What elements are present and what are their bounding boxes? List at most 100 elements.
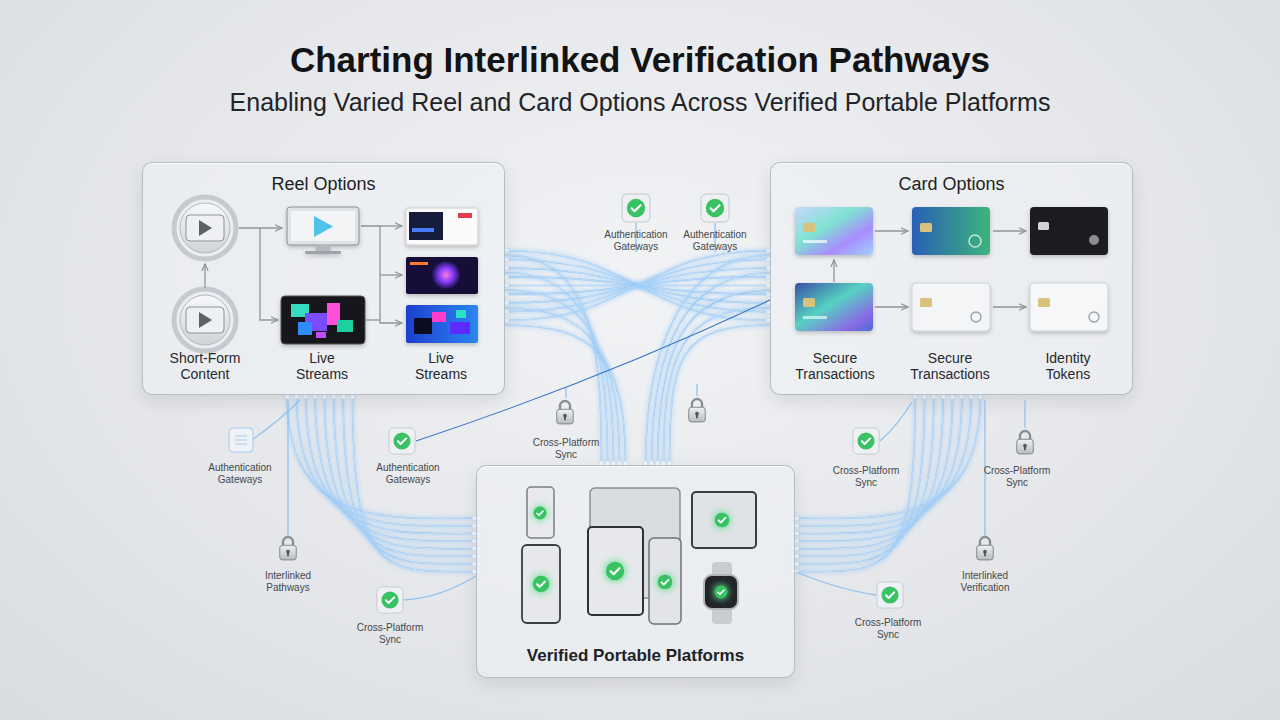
card-icon-part	[1089, 312, 1099, 322]
card-icon-part	[1038, 222, 1049, 230]
check-icon	[533, 507, 730, 599]
fiber-glow	[670, 325, 771, 465]
thumbnail-part	[432, 312, 446, 322]
fiber-line	[505, 290, 614, 465]
play-icon-part	[174, 289, 236, 351]
fiber-line	[795, 395, 915, 572]
play-icon-part	[186, 307, 224, 333]
fiber-glow	[795, 395, 915, 572]
check-icon-part	[715, 513, 730, 528]
fiber-glow	[795, 395, 925, 564]
fiber-glow	[795, 395, 962, 534]
tablet-stream-icon-part	[291, 304, 309, 317]
annotation-label: Short-Form Content	[155, 350, 255, 382]
check-icon-part	[534, 507, 547, 520]
device-icons-part	[712, 562, 732, 624]
card-icon	[795, 283, 873, 331]
fiber-glow	[353, 395, 476, 572]
fiber-core	[795, 395, 943, 549]
annotation-label: Authentication Gateways	[675, 229, 755, 252]
card-icon	[795, 207, 873, 255]
annotation-label: Cross-Platform Sync	[526, 437, 606, 460]
fiber-core	[646, 255, 771, 465]
fiber-glow	[795, 395, 934, 556]
fiber-core	[334, 395, 476, 556]
check-icon-part	[715, 586, 728, 599]
fiber-core	[795, 395, 971, 526]
play-icon-part	[174, 197, 236, 259]
check-glow-part	[656, 573, 674, 591]
panel-heading: Verified Portable Platforms	[527, 646, 744, 666]
fiber-core	[505, 259, 770, 311]
gateway-icon-part	[235, 436, 247, 444]
check-glow-part	[713, 584, 729, 600]
fiber-glow	[505, 325, 626, 465]
fiber-line	[795, 395, 981, 518]
flow-arrows-part	[239, 227, 282, 228]
fiber-core	[670, 325, 771, 465]
leader-line-part	[287, 400, 288, 536]
check-glow	[531, 505, 731, 600]
thumbnail	[406, 257, 478, 294]
card-icon	[1030, 207, 1108, 255]
fiber-line	[795, 395, 953, 541]
panel-heading: Card Options	[898, 174, 1004, 196]
annotation-label: Identity Tokens	[1028, 350, 1108, 382]
lock-icon-part	[689, 399, 706, 422]
flow-arrows-part	[380, 225, 402, 226]
annotation-label: Secure Transactions	[900, 350, 1000, 382]
flow-arrows-part	[361, 226, 402, 323]
fiber-line	[646, 255, 771, 465]
thumbnail-part	[414, 318, 432, 334]
card-icon-part	[803, 240, 827, 243]
fiber-glow	[505, 273, 608, 465]
tablet-stream-icon-part	[298, 322, 312, 335]
thumbnail-part	[432, 261, 460, 289]
fiber-glow	[505, 268, 770, 303]
lock-icon-part	[977, 537, 994, 560]
fiber-line	[505, 259, 770, 311]
thumbnail-part	[412, 228, 434, 232]
annotation-label: Authentication Gateways	[200, 462, 280, 485]
fiber-core	[505, 277, 770, 294]
flow-arrows-part	[380, 274, 402, 275]
fiber-line	[795, 395, 962, 534]
fiber-line	[505, 273, 608, 465]
tablet-stream-icon-part	[316, 332, 326, 338]
leader-line-part	[565, 388, 566, 398]
fiber-core	[505, 325, 626, 465]
fiber-glow	[652, 273, 771, 465]
fiber-line	[670, 325, 771, 465]
fiber-core	[315, 395, 476, 541]
annotation-label: Authentication Gateways	[596, 229, 676, 252]
fiber-core	[505, 285, 770, 286]
annotation-label: Interlinked Pathways	[253, 570, 323, 593]
play-icon-part	[180, 203, 230, 253]
flow-arrows-part	[260, 228, 278, 320]
fiber-core	[505, 268, 770, 303]
tablet-stream-icon-part	[327, 303, 340, 325]
lock-icon	[280, 399, 1034, 560]
tablet-stream-icon	[281, 296, 365, 344]
check-glow-part	[531, 574, 551, 594]
leader-line-part	[404, 576, 476, 600]
fiber-glow	[505, 251, 770, 321]
fiber-line	[505, 325, 626, 465]
fiber-glow	[306, 395, 476, 534]
device-icons-part	[649, 538, 681, 624]
annotation-label: Live Streams	[287, 350, 357, 382]
fiber-line	[287, 395, 476, 518]
flow-arrows-part	[875, 230, 908, 231]
fiber-core	[652, 273, 771, 465]
leader-line-part	[1024, 400, 1025, 428]
card-icon-part	[969, 235, 981, 247]
card-icon-part	[795, 207, 873, 255]
flow-arrows-part	[875, 306, 908, 307]
card-icon-part	[912, 207, 990, 255]
device-icons-part	[522, 545, 560, 623]
card-icon-part	[1030, 207, 1108, 255]
fiber-line	[505, 251, 770, 321]
fiber-line	[795, 395, 934, 556]
fiber-core	[795, 395, 962, 534]
